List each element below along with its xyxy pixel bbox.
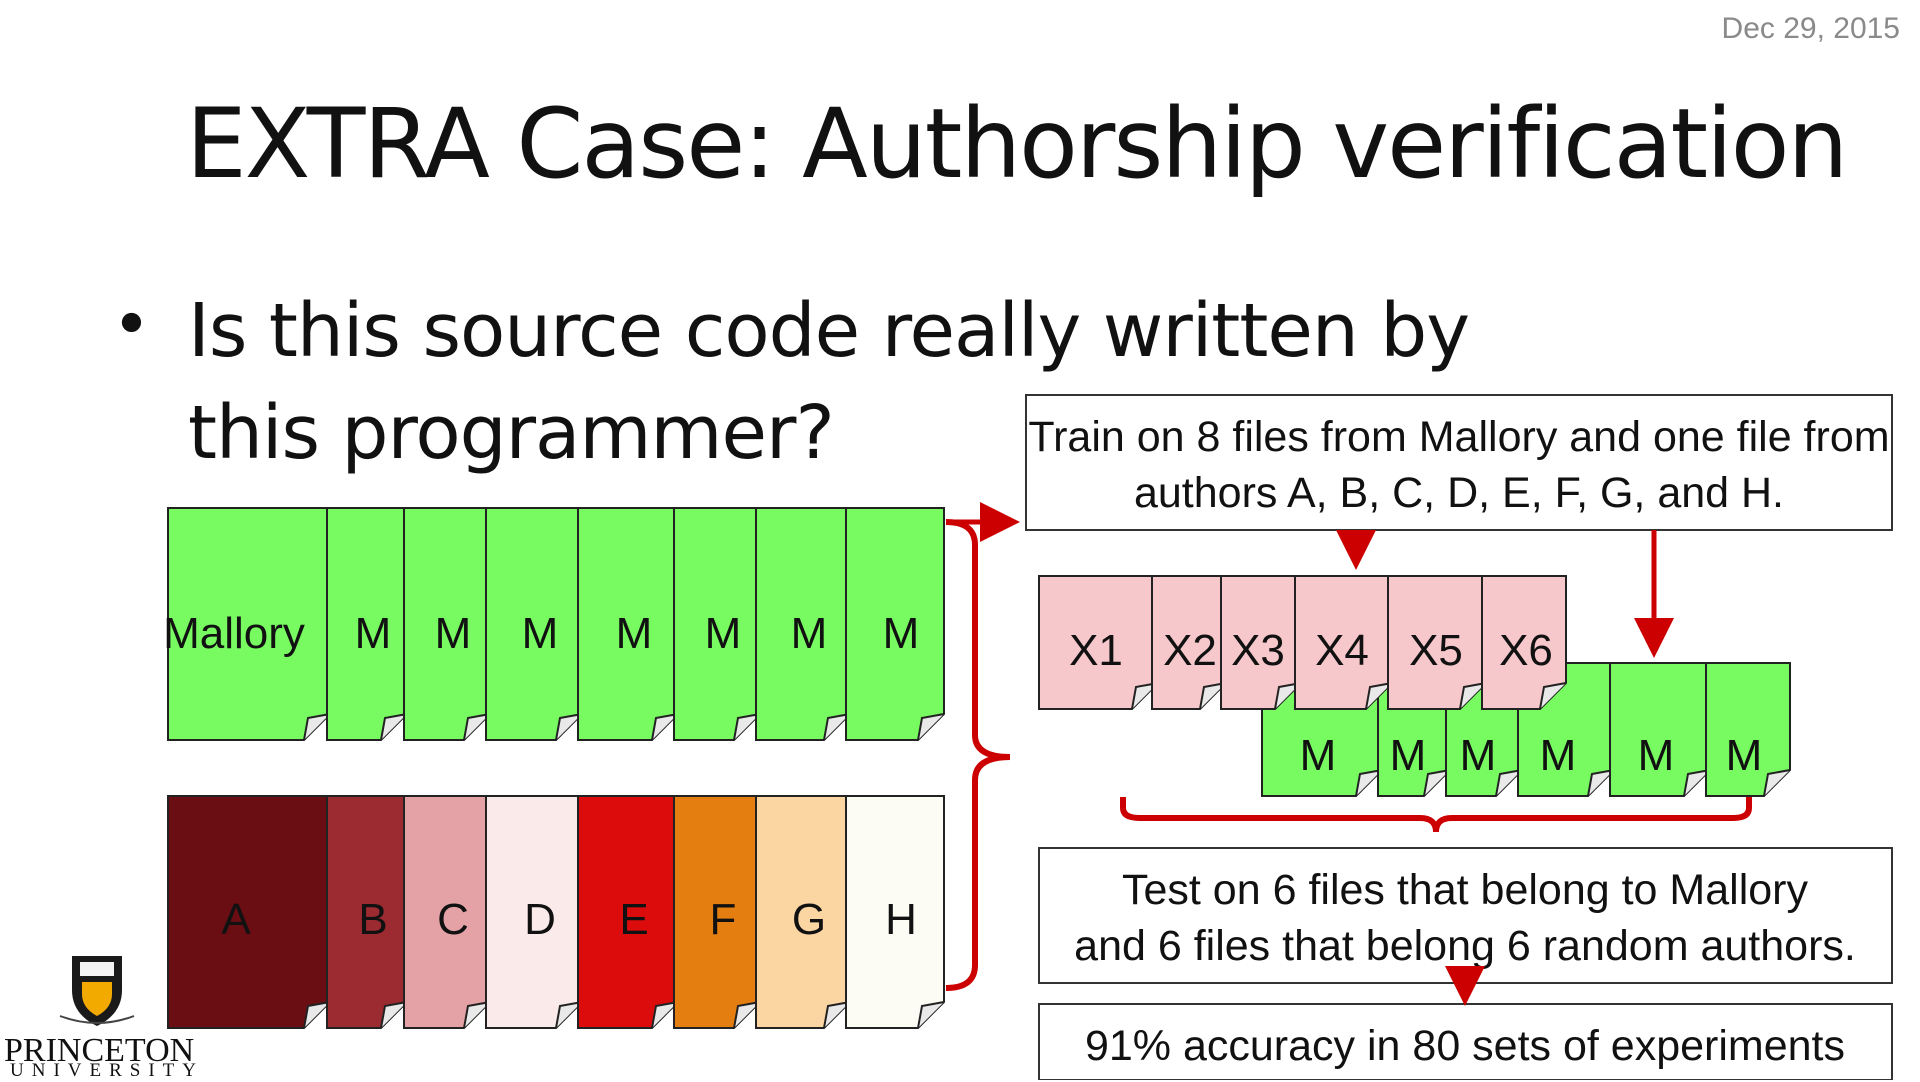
train-box: Train on 8 files from Mallory and one fi… bbox=[1025, 394, 1893, 531]
author-doc-label: C bbox=[437, 895, 469, 944]
author-doc-label: A bbox=[221, 895, 251, 944]
training-bracket bbox=[945, 519, 1011, 991]
test-box-line1: Test on 6 files that belong to Mallory bbox=[1122, 866, 1808, 914]
test-box: Test on 6 files that belong to Mallory a… bbox=[1038, 847, 1893, 984]
mallory-doc: M bbox=[845, 507, 945, 741]
test-box-line2: and 6 files that belong 6 random authors… bbox=[1074, 922, 1856, 970]
test-mallory-doc-label: M bbox=[1638, 731, 1675, 780]
mallory-doc-label: M bbox=[791, 609, 828, 658]
princeton-logo-subtext: UNIVERSITY bbox=[10, 1060, 204, 1081]
mallory-doc: M bbox=[673, 507, 761, 741]
test-unknown-doc: X3 bbox=[1220, 575, 1302, 710]
mallory-doc: M bbox=[485, 507, 583, 741]
test-mallory-doc: M bbox=[1609, 662, 1711, 797]
mallory-doc-label: M bbox=[435, 609, 472, 658]
test-mallory-doc-label: M bbox=[1726, 731, 1763, 780]
princeton-logo-text: PRINCETON bbox=[4, 1032, 195, 1069]
test-mallory-doc: M bbox=[1705, 662, 1791, 797]
test-unknown-doc: X1 bbox=[1038, 575, 1159, 710]
princeton-shield-icon bbox=[59, 956, 135, 1026]
author-doc: D bbox=[485, 795, 583, 1029]
test-unknown-doc-label: X2 bbox=[1163, 626, 1217, 675]
author-doc-label: H bbox=[885, 895, 917, 944]
mallory-doc-label: Mallory bbox=[163, 609, 305, 658]
author-doc-label: G bbox=[792, 895, 826, 944]
result-text: 91% accuracy in 80 sets of experiments bbox=[1085, 1022, 1845, 1070]
mallory-doc: Mallory bbox=[163, 507, 331, 741]
mallory-doc: M bbox=[577, 507, 679, 741]
test-mallory-doc-label: M bbox=[1300, 731, 1337, 780]
test-unknown-doc: X4 bbox=[1294, 575, 1393, 710]
test-unknown-doc-label: X1 bbox=[1069, 626, 1123, 675]
mallory-doc: M bbox=[403, 507, 491, 741]
mallory-doc: M bbox=[755, 507, 851, 741]
mallory-doc-label: M bbox=[705, 609, 742, 658]
author-training-docs: A B C D E F G H bbox=[167, 795, 945, 1029]
train-box-line2: authors A, B, C, D, E, F, G, and H. bbox=[1134, 469, 1784, 517]
test-mallory-doc-label: M bbox=[1390, 731, 1427, 780]
test-unknown-doc: X6 bbox=[1481, 575, 1567, 710]
test-unknown-docs: X1 X2 X3 X4 X5 X6 bbox=[1038, 575, 1567, 710]
bullet-dot: • bbox=[112, 286, 151, 363]
author-doc: F bbox=[673, 795, 761, 1029]
result-box: 91% accuracy in 80 sets of experiments bbox=[1038, 1003, 1893, 1080]
slide-date: Dec 29, 2015 bbox=[1721, 12, 1900, 45]
test-mallory-doc-label: M bbox=[1540, 731, 1577, 780]
test-unknown-doc: X5 bbox=[1387, 575, 1487, 710]
author-doc-label: E bbox=[619, 895, 648, 944]
mallory-doc: M bbox=[326, 507, 408, 741]
mallory-doc-label: M bbox=[355, 609, 392, 658]
bullet-text: Is this source code really written by th… bbox=[188, 288, 1470, 476]
test-unknown-doc-label: X5 bbox=[1409, 626, 1463, 675]
test-unknown-doc-label: X4 bbox=[1315, 626, 1369, 675]
author-doc: H bbox=[845, 795, 945, 1029]
author-doc: G bbox=[755, 795, 851, 1029]
mallory-doc-label: M bbox=[883, 609, 920, 658]
author-doc: A bbox=[167, 795, 331, 1029]
author-doc: E bbox=[577, 795, 679, 1029]
author-doc-label: D bbox=[524, 895, 556, 944]
author-doc-label: F bbox=[710, 895, 737, 944]
author-doc: B bbox=[326, 795, 408, 1029]
test-unknown-doc: X2 bbox=[1151, 575, 1227, 710]
author-doc-label: B bbox=[358, 895, 387, 944]
test-bracket bbox=[1120, 797, 1752, 833]
test-mallory-doc-label: M bbox=[1460, 731, 1497, 780]
slide-title: EXTRA Case: Authorship verification bbox=[186, 88, 1848, 200]
test-unknown-doc-label: X6 bbox=[1499, 626, 1553, 675]
mallory-doc-label: M bbox=[616, 609, 653, 658]
test-unknown-doc-label: X3 bbox=[1231, 626, 1285, 675]
mallory-doc-label: M bbox=[522, 609, 559, 658]
author-doc: C bbox=[403, 795, 491, 1029]
train-box-line1: Train on 8 files from Mallory and one fi… bbox=[1028, 413, 1889, 461]
